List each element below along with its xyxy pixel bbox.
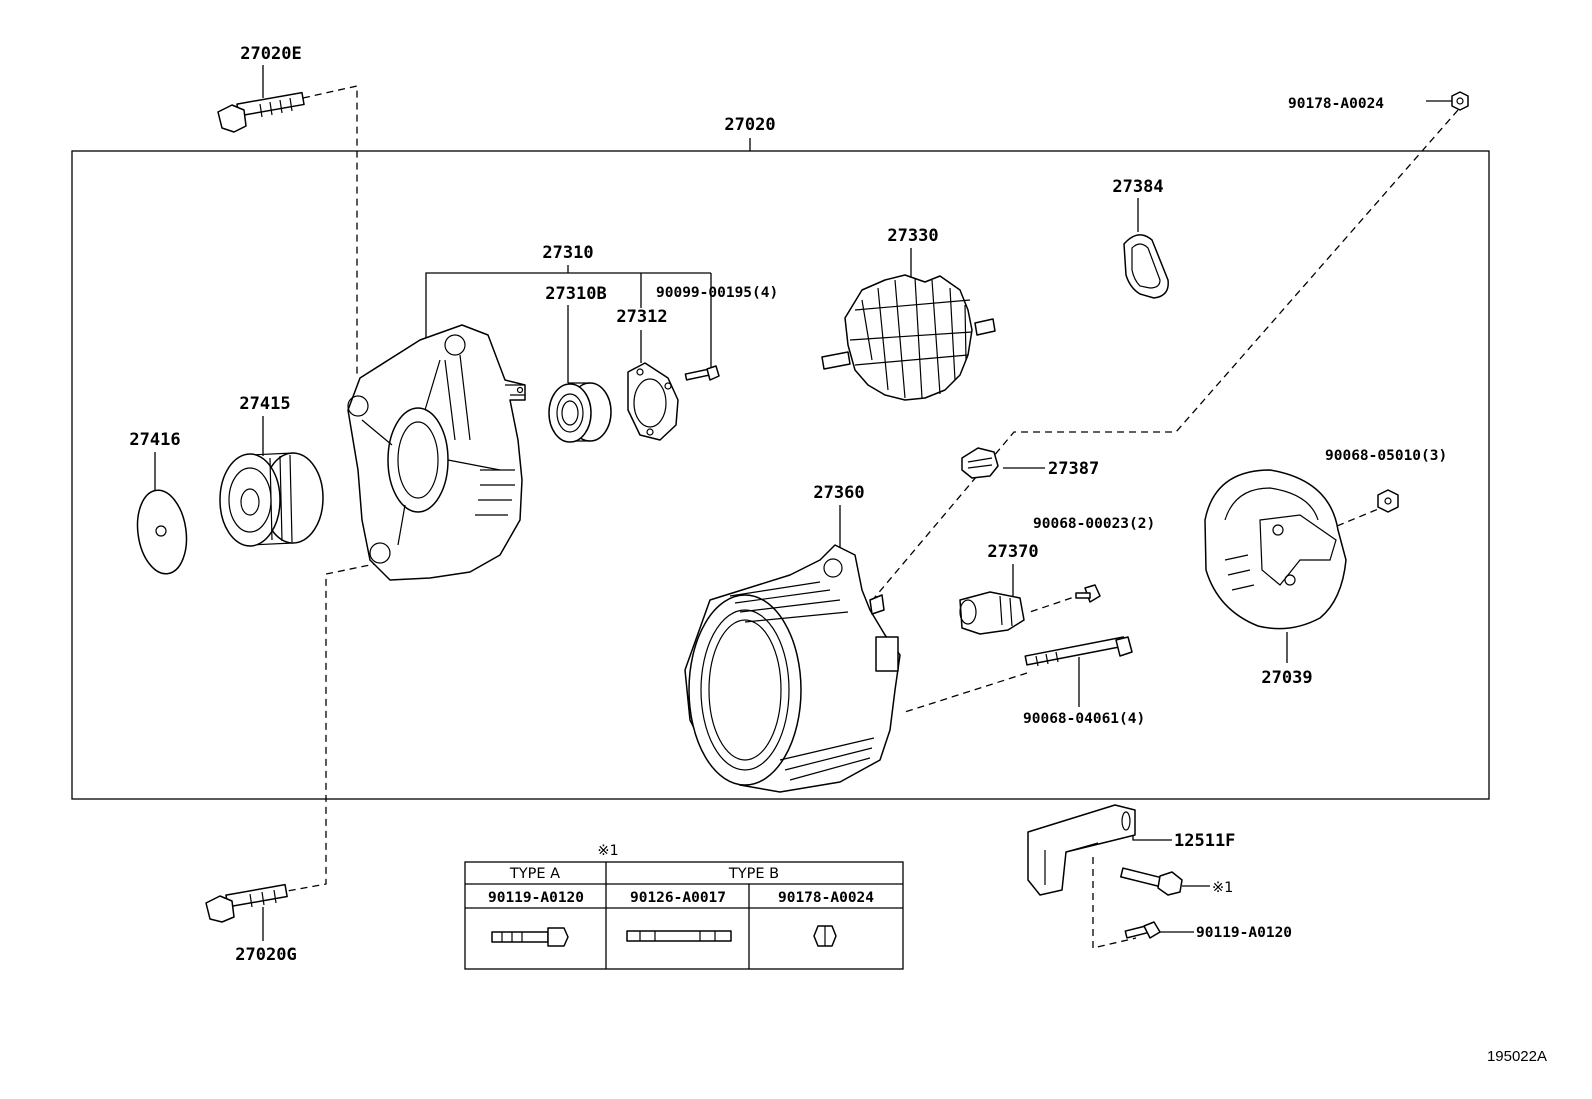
label-90178-A0024-top: 90178-A0024 — [1288, 96, 1384, 112]
nut-90068-05010-icon — [1377, 489, 1399, 513]
label-27370: 27370 — [987, 542, 1038, 562]
label-90068-04061: 90068-04061(4) — [1023, 711, 1145, 727]
diagram-code: 195022A — [1487, 1048, 1547, 1065]
label-90119-A0120: 90119-A0120 — [1196, 925, 1292, 941]
table-header-type-a: TYPE A — [509, 866, 560, 882]
table-cell-90126: 90126-A0017 — [630, 890, 726, 906]
label-27039: 27039 — [1261, 668, 1312, 688]
bracket-27310 — [425, 272, 711, 349]
bolt-27020G-icon — [205, 883, 288, 923]
bolt-27020E-icon — [217, 91, 305, 133]
label-27020: 27020 — [724, 115, 775, 135]
label-90099-00195: 90099-00195(4) — [656, 285, 778, 301]
bolt-90119-icon — [1124, 921, 1161, 939]
assembly-frame — [71, 150, 1490, 800]
bracket-12511F-icon — [1027, 804, 1136, 896]
note1-bolt-table: ※1 TYPE A TYPE B 90119-A0120 90126-A0017… — [464, 843, 904, 970]
bolt-27020E-leader — [302, 85, 358, 375]
ring-27384-icon — [1123, 234, 1169, 299]
label-27360: 27360 — [813, 483, 864, 503]
retainer-plate-27312-icon — [627, 362, 679, 441]
type-b-stud-icon — [626, 930, 732, 942]
cap-27416-icon — [136, 489, 188, 575]
label-27310: 27310 — [542, 243, 593, 263]
label-27415: 27415 — [239, 394, 290, 414]
bolt-27020G-leader — [281, 562, 381, 893]
table-cell-90178: 90178-A0024 — [778, 890, 874, 906]
rectifier-end-frame-27360-icon — [684, 544, 901, 793]
through-bolt-90068-04061-icon — [1024, 636, 1133, 667]
label-27312: 27312 — [616, 307, 667, 327]
insulator-27387-icon — [961, 447, 999, 479]
label-note1: ※1 — [1212, 880, 1233, 896]
label-27387: 27387 — [1048, 459, 1099, 479]
pulley-27415-icon — [219, 452, 324, 547]
drive-end-frame-icon — [347, 324, 526, 581]
screw-90099-icon — [684, 365, 720, 381]
label-27330: 27330 — [887, 226, 938, 246]
bracket-bolt-leader — [1092, 857, 1137, 949]
rotor-27330-icon — [821, 274, 996, 401]
label-27020G: 27020G — [235, 945, 296, 965]
table-cell-90119: 90119-A0120 — [488, 890, 584, 906]
label-27416: 27416 — [129, 430, 180, 450]
label-90068-05010: 90068-05010(3) — [1325, 448, 1447, 464]
nut-90178-leader — [869, 109, 1459, 604]
label-27310B: 27310B — [545, 284, 606, 304]
label-27384: 27384 — [1112, 177, 1163, 197]
label-90068-00023: 90068-00023(2) — [1033, 516, 1155, 532]
label-12511F: 12511F — [1174, 831, 1235, 851]
label-27020E: 27020E — [240, 44, 301, 64]
rear-cover-27039-icon — [1204, 469, 1347, 630]
type-b-nut-icon — [813, 925, 837, 947]
screw-90068-00023-icon — [1075, 584, 1101, 603]
nut-90178-top-icon — [1451, 91, 1469, 111]
brush-holder-27370-icon — [959, 591, 1025, 635]
bolt-note1-icon — [1120, 867, 1183, 896]
table-note-mark: ※1 — [597, 843, 618, 859]
type-a-bolt-icon — [491, 927, 569, 947]
bearing-27310B-icon — [548, 382, 612, 443]
table-header-type-b: TYPE B — [728, 866, 779, 882]
